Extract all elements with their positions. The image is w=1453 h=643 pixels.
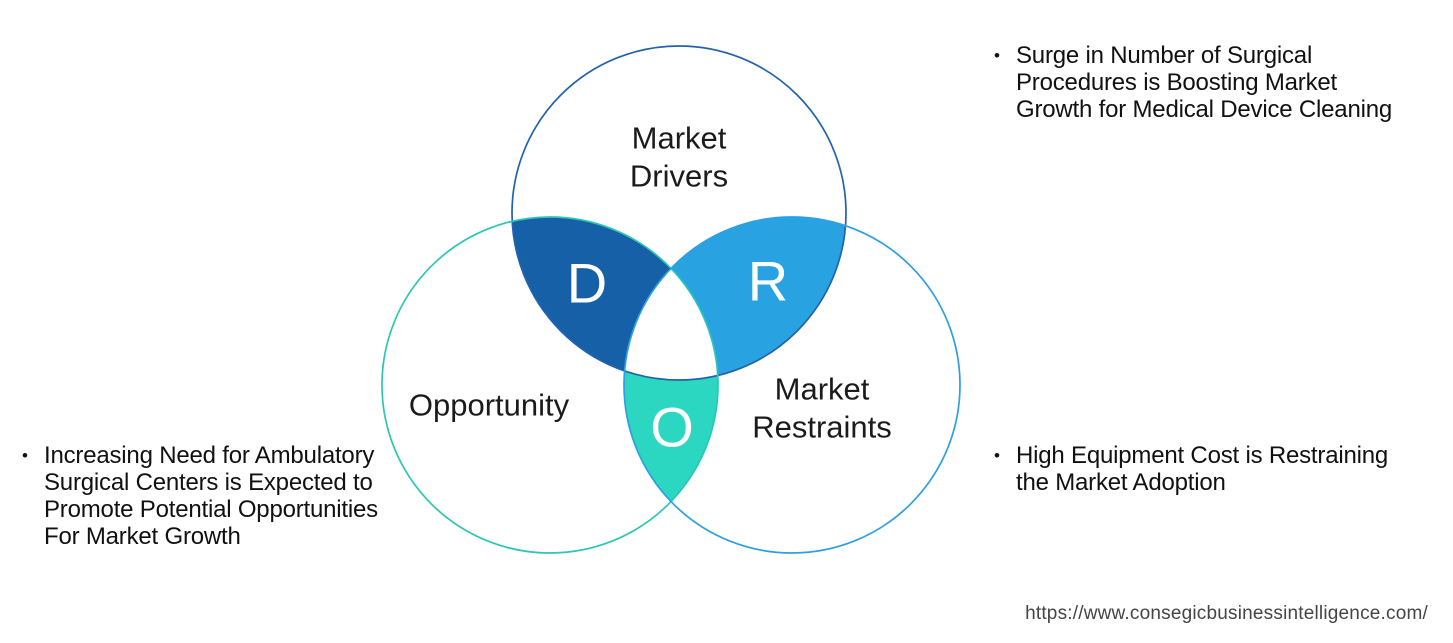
restraints-label-line2: Restraints: [752, 410, 892, 445]
annotation-line: the Market Adoption: [1016, 469, 1226, 496]
bullet-icon: •: [22, 446, 28, 465]
annotation-line: For Market Growth: [44, 523, 241, 550]
letter-o: O: [650, 396, 694, 459]
annotation-line: Growth for Medical Device Cleaning: [1016, 96, 1393, 123]
letter-r: R: [748, 250, 788, 313]
annotation-line: Procedures is Boosting Market: [1016, 69, 1338, 96]
drivers-circle: [511, 45, 847, 381]
drivers-opportunity-overlap: [512, 217, 718, 380]
annotation-line: High Equipment Cost is Restraining: [1016, 442, 1389, 469]
restraints-label-line1: Market: [775, 372, 870, 407]
opportunity-circle: [381, 216, 719, 554]
drivers-restraints-overlap: [624, 217, 846, 380]
opportunity-label: Opportunity: [409, 388, 570, 423]
opportunity-annotation-text: Increasing Need for Ambulatory Surgical …: [44, 442, 378, 550]
opportunity-annotation: • Increasing Need for Ambulatory Surgica…: [22, 442, 422, 550]
drivers-annotation-text: Surge in Number of Surgical Procedures i…: [1016, 42, 1392, 123]
bullet-icon: •: [994, 46, 1000, 65]
bullet-icon: •: [994, 446, 1000, 465]
annotation-line: Increasing Need for Ambulatory: [44, 442, 375, 469]
annotation-line: Surgical Centers is Expected to: [44, 469, 373, 496]
restraints-annotation-text: High Equipment Cost is Restraining the M…: [1016, 442, 1388, 496]
restraints-circle: [623, 216, 961, 554]
annotation-line: Surge in Number of Surgical: [1016, 42, 1313, 69]
drivers-label-line2: Drivers: [630, 159, 728, 194]
drivers-annotation: • Surge in Number of Surgical Procedures…: [994, 42, 1434, 123]
letter-d: D: [567, 252, 607, 315]
source-url: https://www.consegicbusinessintelligence…: [1025, 603, 1428, 624]
drivers-label-line1: Market: [632, 121, 727, 156]
restraints-annotation: • High Equipment Cost is Restraining the…: [994, 442, 1434, 496]
annotation-line: Promote Potential Opportunities: [44, 496, 378, 523]
